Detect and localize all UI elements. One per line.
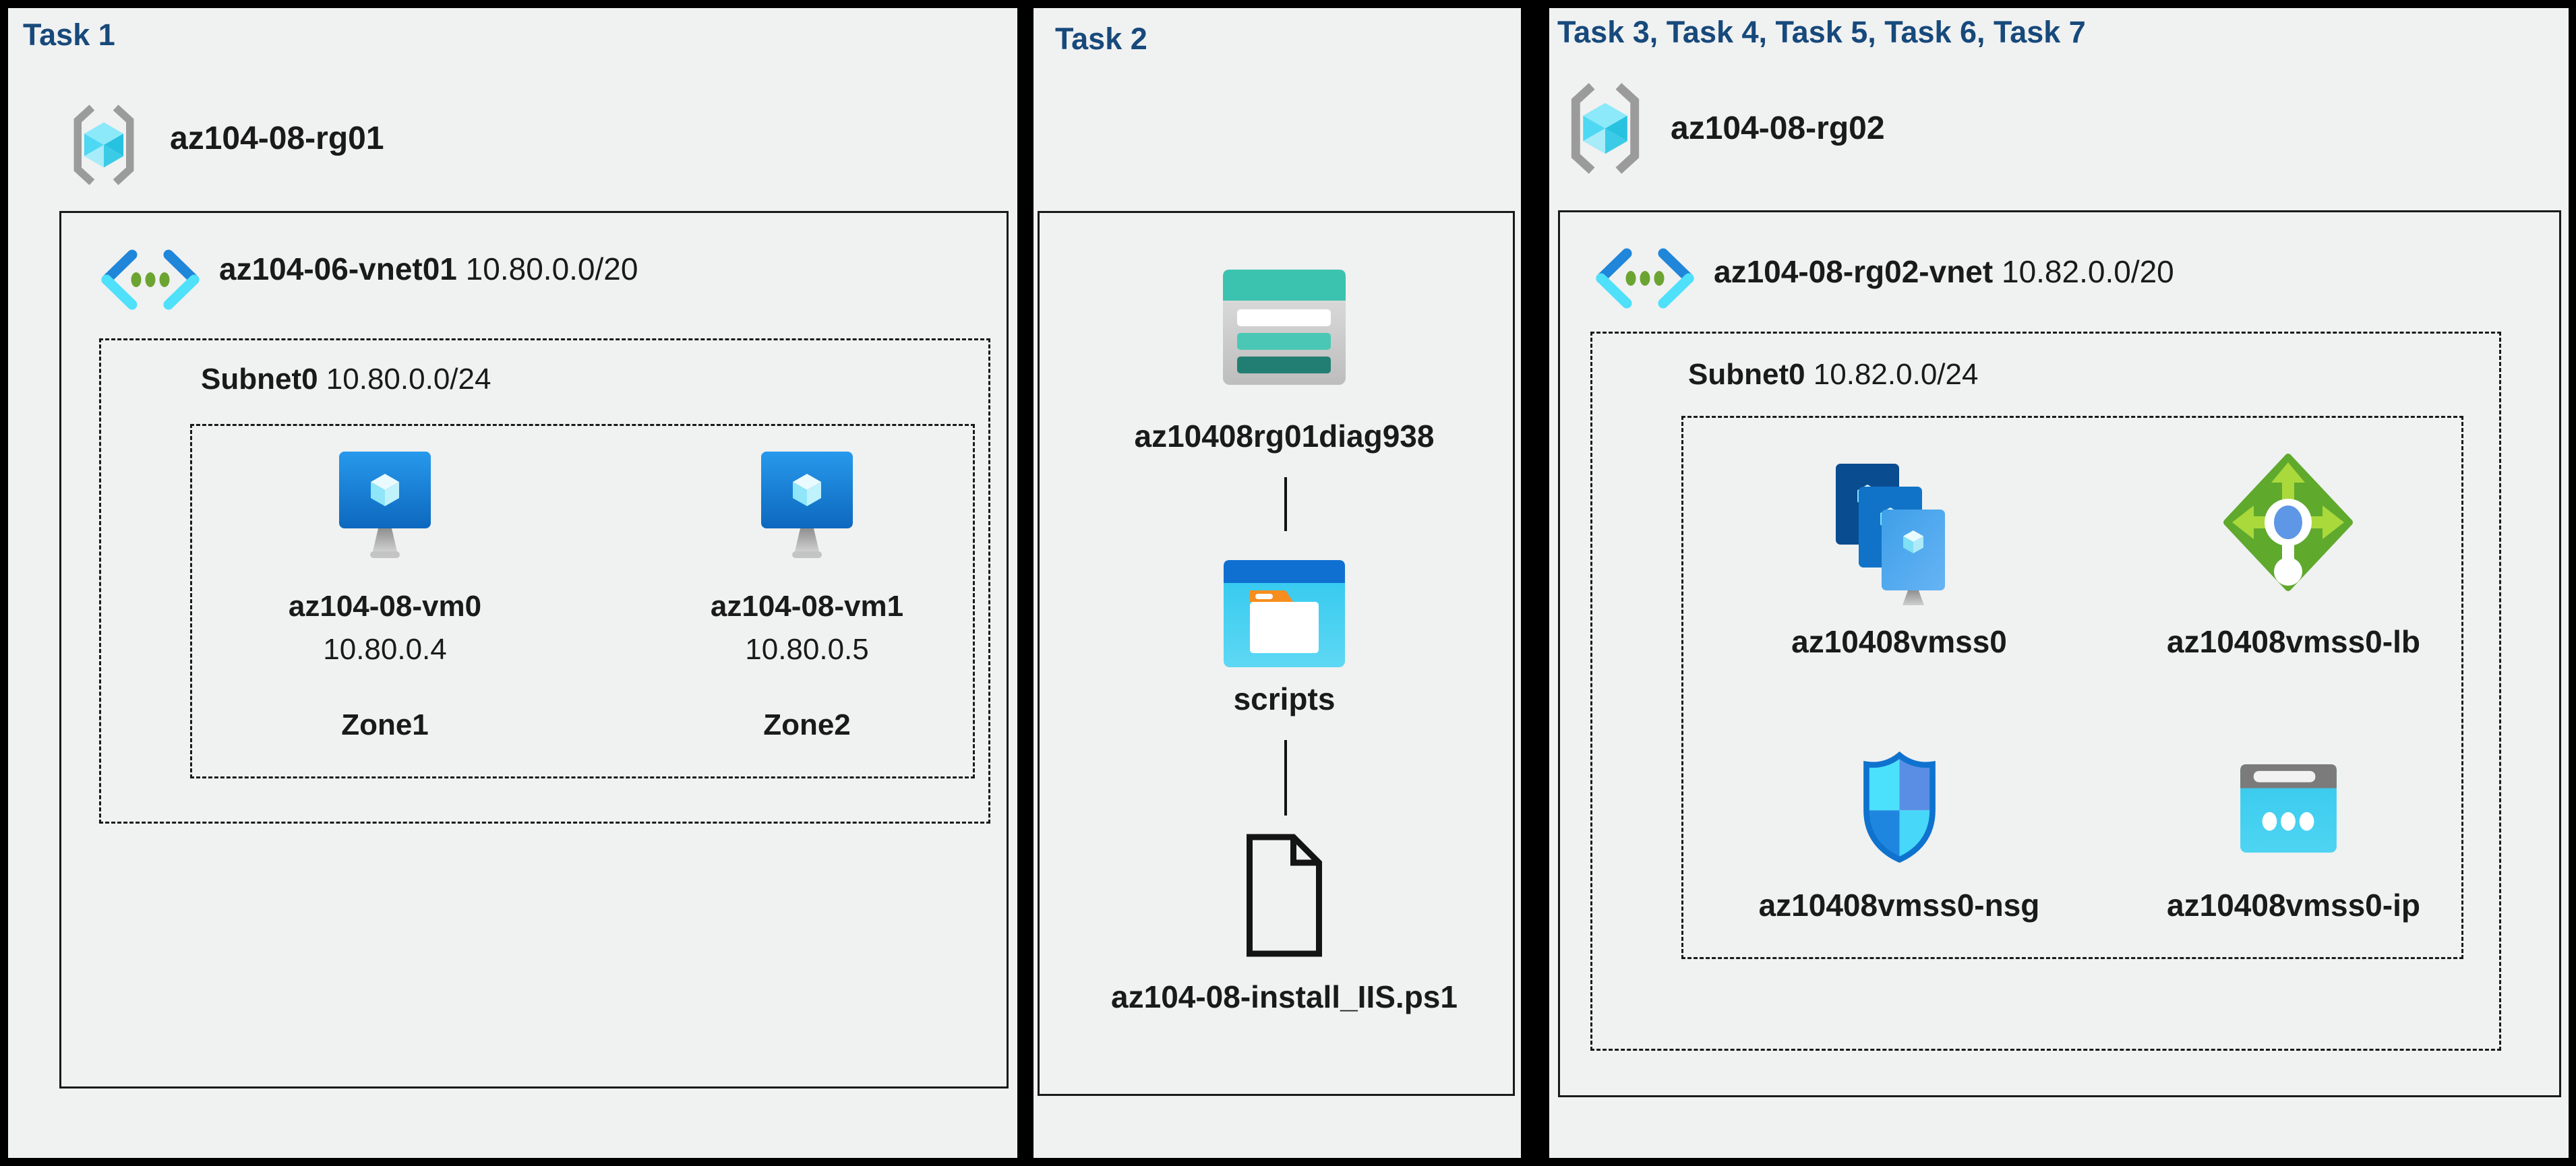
container-name: scripts — [1233, 681, 1336, 716]
vm-ip: 10.80.0.5 — [745, 633, 869, 666]
resource-name: az10408vmss0-nsg — [1758, 888, 2040, 923]
storage-account-name: az10408rg01diag938 — [1134, 419, 1435, 454]
network-security-group-icon — [1863, 751, 1936, 863]
subnet-label-row: Subnet0 10.82.0.0/24 — [1688, 358, 1978, 392]
tasks3-7-panel: Task 3, Task 4, Task 5, Task 6, Task 7 a… — [1549, 8, 2569, 1158]
storage-flow-box: az10408rg01diag938 scripts — [1038, 211, 1515, 1096]
vm0-block: az104-08-vm0 10.80.0.4 Zone1 — [237, 450, 533, 760]
resource-name: az10408vmss0-lb — [2167, 624, 2420, 659]
subnet-box: Subnet0 10.80.0.0/24 — [99, 338, 990, 824]
vnet-name-row: az104-08-rg02-vnet 10.82.0.0/20 — [1714, 253, 2174, 290]
task1-panel: Task 1 az104-08-rg01 az104-06-vnet01 — [8, 8, 1017, 1158]
vnet-name: az104-08-rg02-vnet — [1714, 254, 2002, 289]
load-balancer-icon — [2223, 454, 2353, 591]
resource-group-name: az104-08-rg02 — [1671, 111, 1885, 146]
resource-group-icon — [73, 104, 134, 185]
vm-name: az104-08-vm0 — [288, 590, 482, 623]
vnet-cidr: 10.80.0.0/20 — [465, 251, 638, 286]
subnet-cidr: 10.80.0.0/24 — [326, 363, 491, 396]
file-name: az104-08-install_IIS.ps1 — [1111, 979, 1458, 1014]
blob-container-icon — [1224, 560, 1345, 667]
task1-title: Task 1 — [23, 18, 115, 52]
virtual-machine-icon — [761, 452, 853, 558]
resource-name: az10408vmss0 — [1791, 624, 2007, 659]
vm-ip: 10.80.0.4 — [323, 633, 447, 666]
vm-name: az104-08-vm1 — [710, 590, 904, 623]
vm-zone: Zone2 — [763, 708, 851, 741]
file-icon — [1247, 834, 1322, 957]
vnet-box: az104-06-vnet01 10.80.0.0/20 Subnet0 10.… — [59, 211, 1009, 1088]
storage-account-icon — [1223, 270, 1346, 385]
connector-line — [1284, 740, 1287, 816]
vm-scale-set-icon — [1836, 464, 1945, 605]
vnet-box: az104-08-rg02-vnet 10.82.0.0/20 Subnet0 … — [1558, 210, 2561, 1097]
virtual-machine-icon — [339, 452, 431, 558]
connector-line — [1284, 477, 1287, 531]
task2-panel: Task 2 az10408rg01diag938 — [1034, 8, 1521, 1158]
vnet-cidr: 10.82.0.0/20 — [2001, 254, 2174, 289]
subnet-name: Subnet0 — [201, 363, 326, 396]
resource-group-name: az104-08-rg01 — [170, 121, 384, 156]
subnet-name: Subnet0 — [1688, 358, 1814, 391]
subnet-label-row: Subnet0 10.80.0.0/24 — [201, 363, 491, 396]
vnet-name-row: az104-06-vnet01 10.80.0.0/20 — [219, 251, 638, 287]
task2-title: Task 2 — [1055, 22, 1147, 56]
vnet-name: az104-06-vnet01 — [219, 251, 466, 286]
vm-zone: Zone1 — [341, 708, 429, 741]
tasks3-7-title: Task 3, Task 4, Task 5, Task 6, Task 7 — [1557, 15, 2086, 49]
resource-group-icon — [1571, 83, 1640, 174]
vm-group-box: az104-08-vm0 10.80.0.4 Zone1 — [190, 424, 975, 778]
subnet-box: Subnet0 10.82.0.0/24 — [1590, 332, 2501, 1051]
resource-name: az10408vmss0-ip — [2167, 888, 2420, 923]
virtual-network-icon — [101, 249, 200, 310]
resource-group-grid-box: az10408vmss0 az10408vmss0-lb — [1681, 416, 2463, 959]
subnet-cidr: 10.82.0.0/24 — [1813, 358, 1979, 391]
public-ip-icon — [2240, 764, 2337, 853]
virtual-network-icon — [1596, 248, 1694, 309]
vm1-block: az104-08-vm1 10.80.0.5 Zone2 — [659, 450, 955, 760]
